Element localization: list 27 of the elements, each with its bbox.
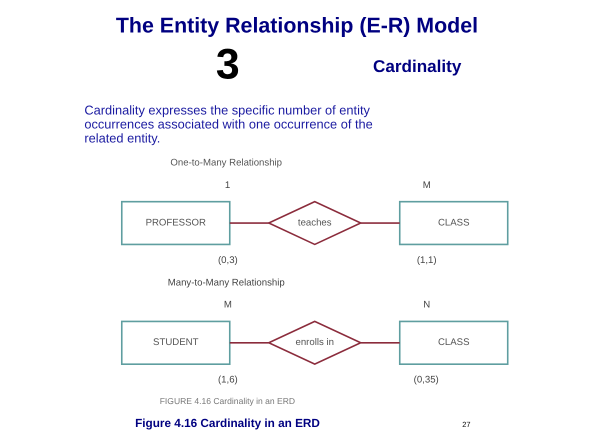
connector [360, 222, 400, 224]
node-box: PROFESSOR [120, 200, 231, 246]
label: (0,3) [218, 254, 238, 266]
connector [230, 222, 269, 224]
label: M [422, 180, 431, 191]
label: One-to-Many Relationship [170, 158, 282, 169]
label: FIGURE 4.16 Cardinality in an ERD [160, 396, 296, 406]
label: Figure 4.16 Cardinality in an ERD [135, 417, 320, 430]
label: Cardinality [373, 57, 462, 76]
label: Many-to-Many Relationship [168, 277, 285, 288]
label: N [423, 300, 430, 311]
node-box: CLASS [398, 320, 509, 365]
label: (0,35) [414, 374, 439, 386]
label: Cardinality expresses the specific number of entity occurrences associated with one occurrence of the related entity. [84, 102, 373, 146]
label: (1,1) [416, 254, 437, 266]
label: 3 [216, 40, 240, 89]
label: 1 [224, 180, 230, 191]
node-box: CLASS [398, 200, 509, 246]
connector [230, 342, 269, 344]
label: 27 [462, 420, 471, 429]
diagram-title: The Entity Relationship (E-R) Model [116, 14, 478, 38]
node-diamond: enrolls in [266, 320, 363, 366]
label: (1,6) [218, 374, 238, 386]
node-diamond: teaches [266, 200, 363, 246]
node-box: STUDENT [120, 320, 231, 365]
connector [360, 342, 400, 344]
label: M [224, 300, 232, 311]
